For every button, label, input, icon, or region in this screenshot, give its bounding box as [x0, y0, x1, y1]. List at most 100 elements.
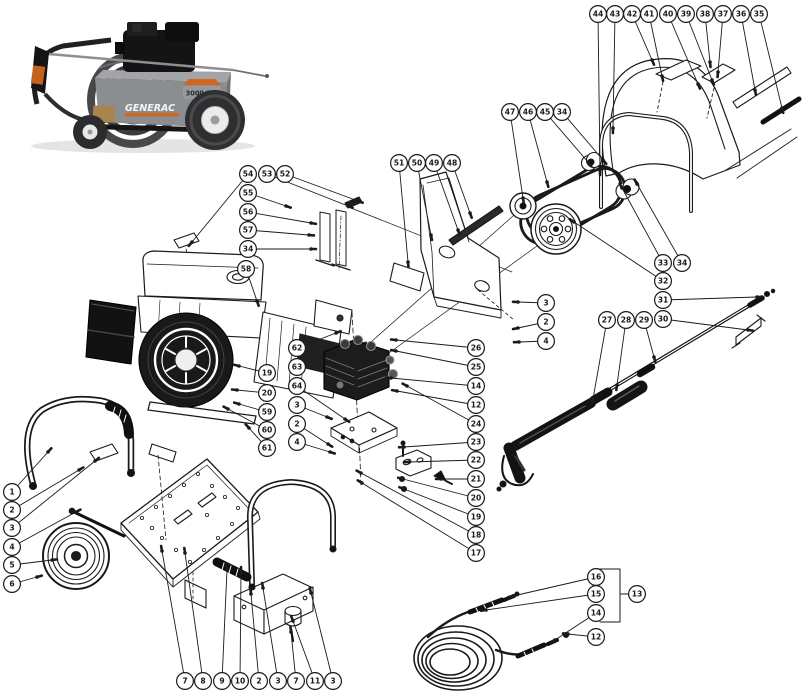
part-balloon-34[interactable]: 34 [672, 254, 691, 273]
part-balloon-53[interactable]: 53 [258, 165, 277, 184]
balloon-circle[interactable] [467, 433, 486, 452]
part-balloon-57[interactable]: 57 [239, 221, 258, 240]
balloon-circle[interactable] [586, 584, 605, 603]
part-balloon-34[interactable]: 34 [239, 240, 258, 259]
balloon-circle[interactable] [239, 221, 258, 240]
part-balloon-64[interactable]: 64 [288, 377, 307, 396]
part-balloon-20[interactable]: 20 [467, 489, 486, 508]
part-balloon-62[interactable]: 62 [288, 339, 307, 358]
balloon-circle[interactable] [467, 415, 486, 434]
balloon-circle[interactable] [749, 5, 768, 23]
part-balloon-52[interactable]: 52 [276, 165, 295, 184]
part-balloon-34[interactable]: 34 [552, 102, 571, 121]
part-balloon-32[interactable]: 32 [653, 272, 672, 291]
balloon-circle[interactable] [597, 311, 616, 330]
part-balloon-26[interactable]: 26 [467, 339, 486, 358]
balloon-circle[interactable] [443, 154, 462, 173]
part-balloon-48[interactable]: 48 [443, 154, 462, 173]
part-balloon-9[interactable]: 9 [213, 671, 232, 690]
part-balloon-2[interactable]: 2 [250, 671, 269, 690]
part-balloon-40[interactable]: 40 [658, 5, 677, 23]
part-balloon-25[interactable]: 25 [467, 358, 486, 377]
part-balloon-44[interactable]: 44 [588, 5, 607, 23]
balloon-circle[interactable] [467, 543, 486, 562]
part-balloon-14[interactable]: 14 [467, 377, 486, 396]
part-balloon-49[interactable]: 49 [425, 154, 444, 173]
part-balloon-35[interactable]: 35 [749, 5, 768, 23]
balloon-circle[interactable] [653, 272, 672, 291]
balloon-circle[interactable] [306, 671, 325, 690]
part-balloon-7[interactable]: 7 [176, 671, 195, 690]
balloon-circle[interactable] [536, 294, 555, 313]
balloon-circle[interactable] [288, 433, 307, 452]
part-balloon-22[interactable]: 22 [467, 451, 486, 470]
part-balloon-37[interactable]: 37 [713, 5, 732, 23]
part-balloon-2[interactable]: 2 [288, 415, 307, 434]
part-balloon-47[interactable]: 47 [501, 102, 520, 121]
part-balloon-14[interactable]: 14 [586, 603, 605, 622]
part-balloon-61[interactable]: 61 [258, 439, 277, 458]
balloon-circle[interactable] [288, 358, 307, 377]
balloon-circle[interactable] [3, 537, 21, 556]
balloon-circle[interactable] [653, 310, 672, 329]
part-balloon-5[interactable]: 5 [3, 555, 21, 574]
balloon-circle[interactable] [194, 671, 213, 690]
part-balloon-43[interactable]: 43 [605, 5, 624, 23]
balloon-circle[interactable] [653, 254, 672, 273]
balloon-circle[interactable] [634, 311, 653, 330]
part-balloon-19[interactable]: 19 [258, 364, 277, 383]
balloon-circle[interactable] [390, 154, 409, 173]
balloon-circle[interactable] [239, 184, 258, 203]
balloon-circle[interactable] [258, 439, 277, 458]
part-balloon-56[interactable]: 56 [239, 203, 258, 222]
balloon-circle[interactable] [658, 5, 677, 23]
part-balloon-4[interactable]: 4 [288, 433, 307, 452]
part-balloon-51[interactable]: 51 [390, 154, 409, 173]
part-balloon-15[interactable]: 15 [586, 584, 605, 603]
balloon-circle[interactable] [616, 311, 635, 330]
balloon-circle[interactable] [288, 377, 307, 396]
balloon-circle[interactable] [713, 5, 732, 23]
balloon-circle[interactable] [288, 415, 307, 434]
balloon-circle[interactable] [731, 5, 750, 23]
balloon-circle[interactable] [3, 574, 21, 593]
part-balloon-28[interactable]: 28 [616, 311, 635, 330]
part-balloon-4[interactable]: 4 [536, 332, 555, 351]
balloon-circle[interactable] [586, 603, 605, 622]
part-balloon-21[interactable]: 21 [467, 470, 486, 489]
balloon-circle[interactable] [288, 396, 307, 415]
part-balloon-33[interactable]: 33 [653, 254, 672, 273]
balloon-circle[interactable] [288, 339, 307, 358]
part-balloon-38[interactable]: 38 [695, 5, 714, 23]
part-balloon-24[interactable]: 24 [467, 415, 486, 434]
part-balloon-60[interactable]: 60 [258, 421, 277, 440]
balloon-circle[interactable] [3, 501, 21, 520]
part-balloon-3[interactable]: 3 [269, 671, 288, 690]
part-balloon-18[interactable]: 18 [467, 525, 486, 544]
balloon-circle[interactable] [467, 525, 486, 544]
part-balloon-12[interactable]: 12 [586, 627, 605, 646]
balloon-circle[interactable] [467, 377, 486, 396]
part-balloon-6[interactable]: 6 [3, 574, 21, 593]
part-balloon-45[interactable]: 45 [535, 102, 554, 121]
balloon-circle[interactable] [258, 403, 277, 422]
part-balloon-19[interactable]: 19 [467, 508, 486, 527]
balloon-circle[interactable] [676, 5, 695, 23]
part-balloon-13[interactable]: 13 [627, 584, 646, 603]
part-balloon-3[interactable]: 3 [3, 518, 21, 537]
balloon-circle[interactable] [258, 421, 277, 440]
balloon-circle[interactable] [467, 358, 486, 377]
part-balloon-7[interactable]: 7 [287, 671, 306, 690]
part-balloon-50[interactable]: 50 [408, 154, 427, 173]
balloon-circle[interactable] [467, 451, 486, 470]
balloon-circle[interactable] [425, 154, 444, 173]
balloon-circle[interactable] [176, 671, 195, 690]
part-balloon-31[interactable]: 31 [653, 291, 672, 310]
balloon-circle[interactable] [467, 470, 486, 489]
balloon-circle[interactable] [653, 291, 672, 310]
balloon-circle[interactable] [237, 260, 256, 279]
part-balloon-17[interactable]: 17 [467, 543, 486, 562]
balloon-circle[interactable] [239, 203, 258, 222]
balloon-circle[interactable] [536, 313, 555, 332]
balloon-circle[interactable] [672, 254, 691, 273]
